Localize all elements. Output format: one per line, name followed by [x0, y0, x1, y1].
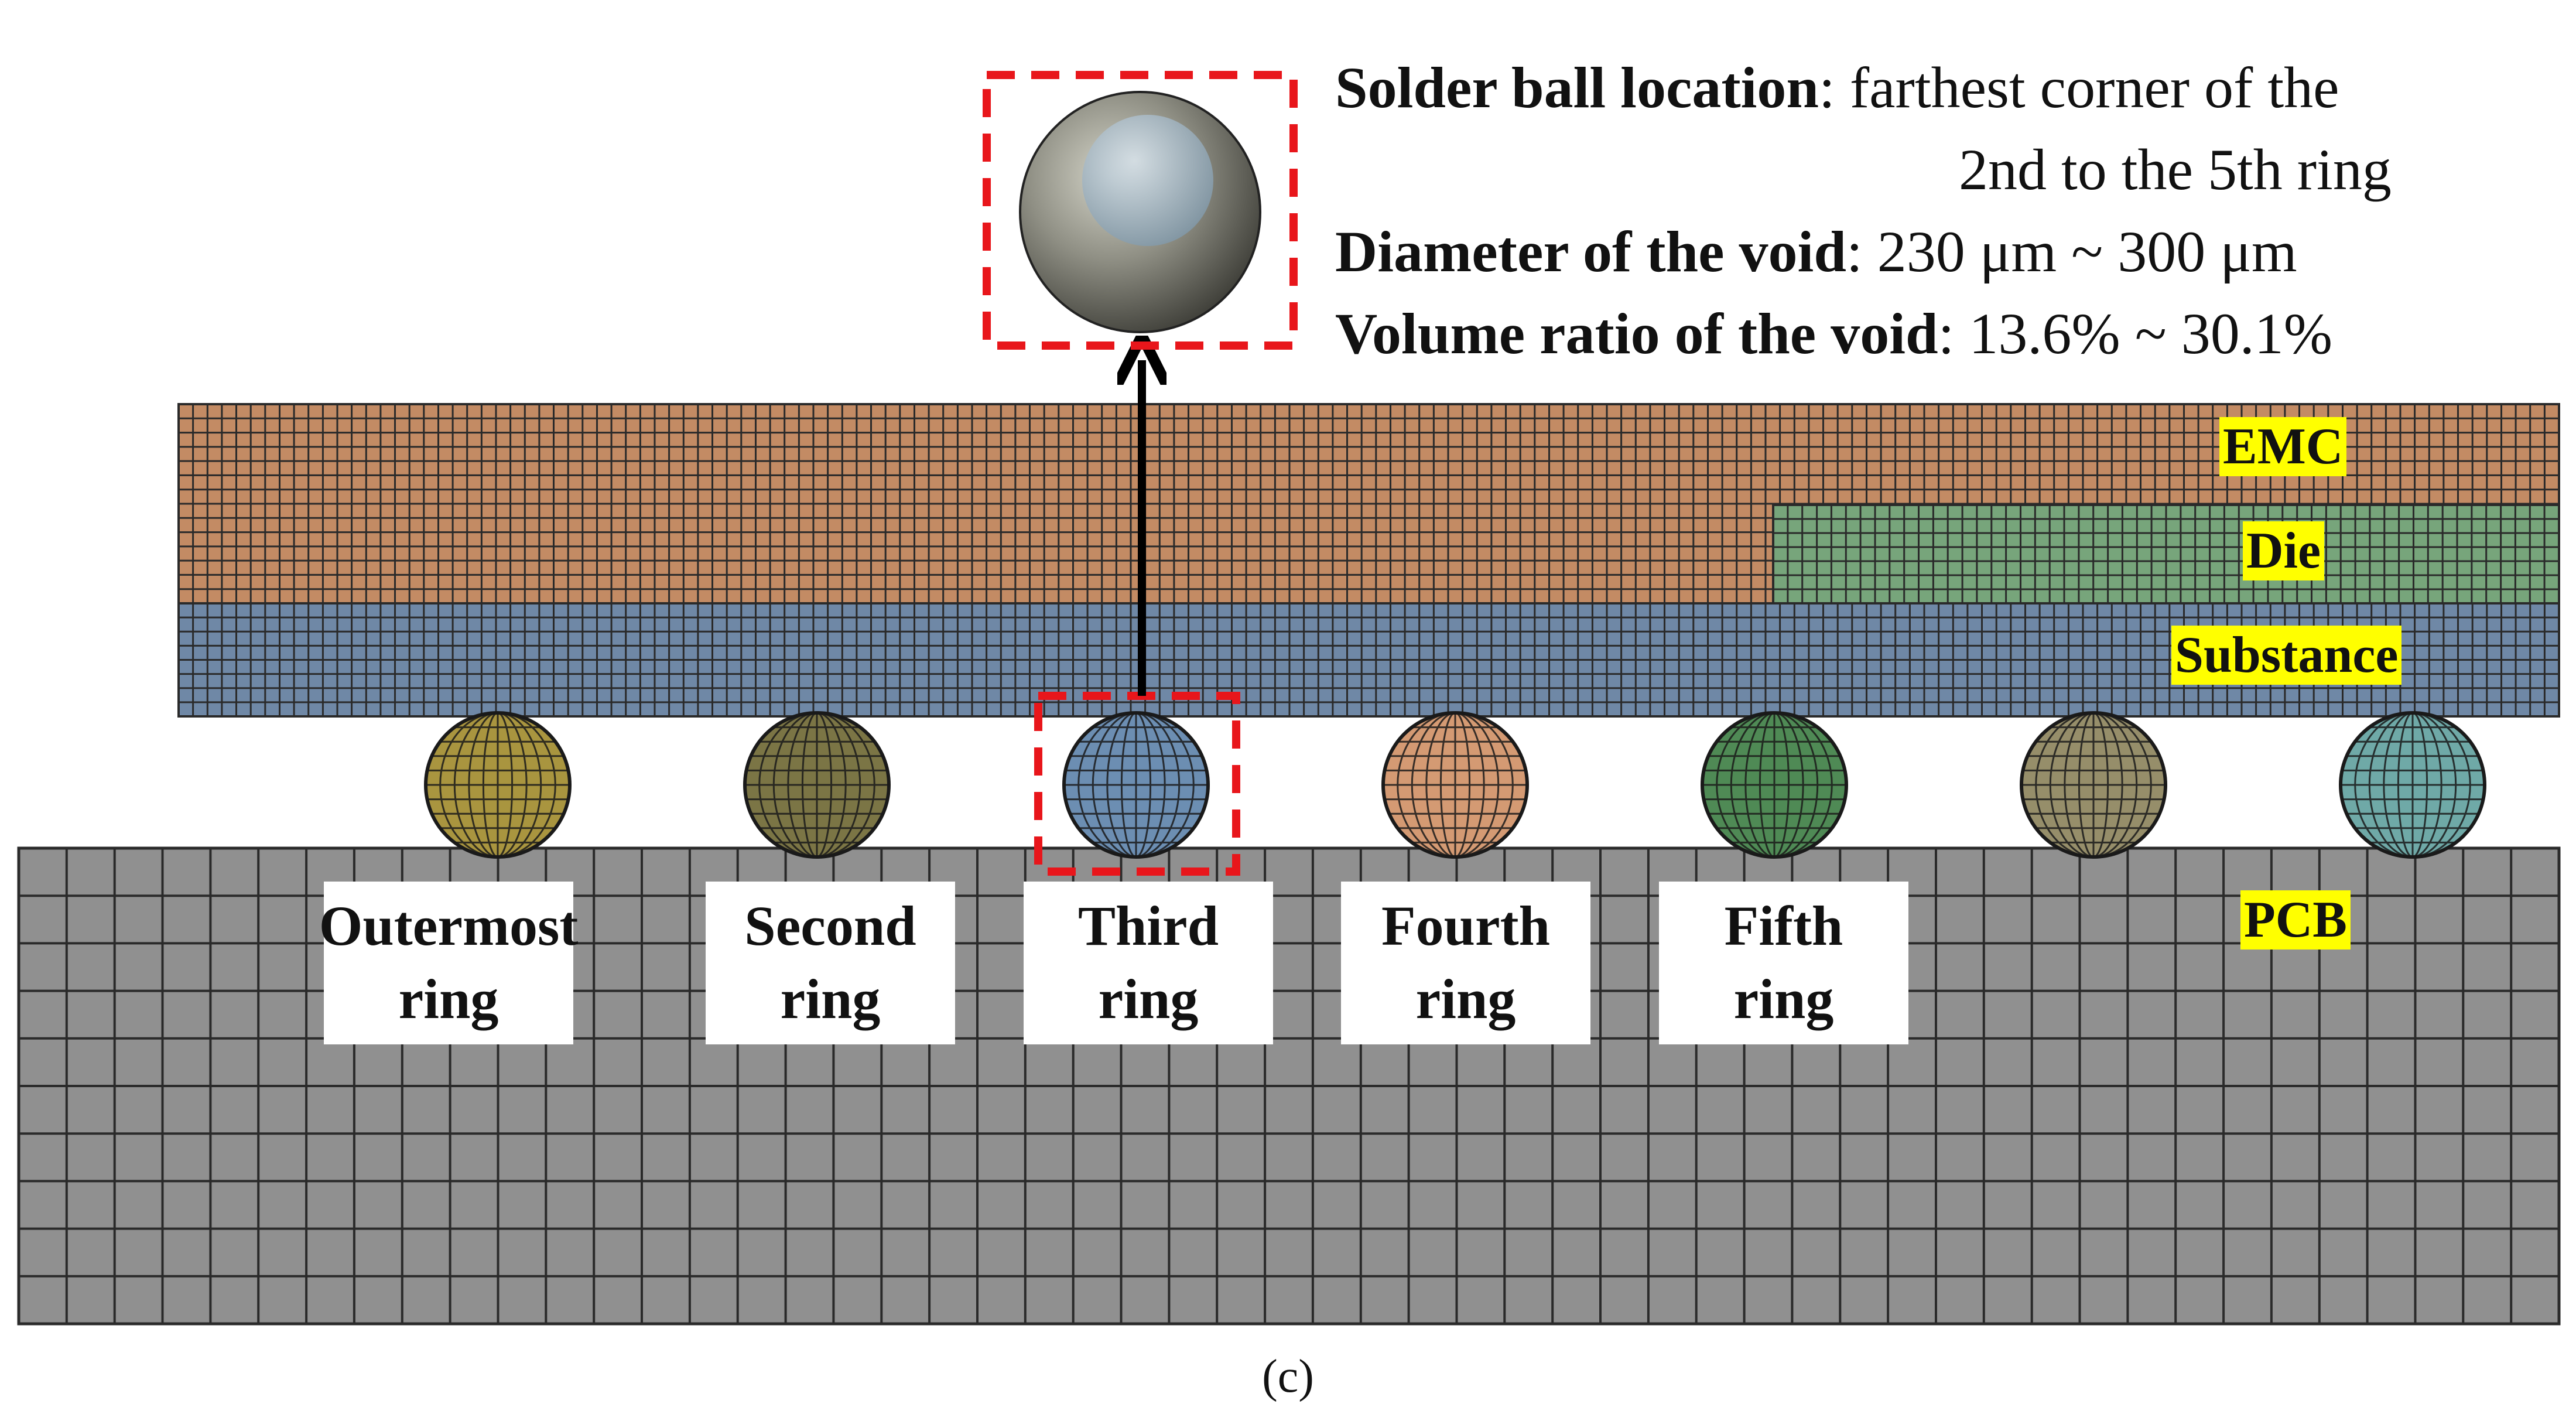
figure-caption: (c)	[1262, 1351, 1314, 1402]
separator: :	[1938, 301, 1969, 366]
ring-label-fourth: Fourth ring	[1341, 882, 1590, 1044]
info-location-line2: 2nd to the 5th ring	[1959, 141, 2392, 199]
substance-tag: Substance	[2171, 626, 2402, 685]
ring-label-line2: ring	[398, 968, 499, 1030]
solder-ball	[424, 711, 572, 859]
ring-label-third: Third ring	[1024, 882, 1273, 1044]
ring-label-second: Second ring	[706, 882, 955, 1044]
separator: :	[1819, 55, 1850, 120]
ring-label-line2: ring	[1098, 968, 1199, 1030]
pcb-tag: PCB	[2240, 890, 2351, 950]
ring-label-line1: Fifth	[1724, 894, 1843, 958]
volume-value: 13.6% ~ 30.1%	[1969, 301, 2333, 366]
solder-ball	[2020, 711, 2167, 859]
info-location-line: Solder ball location: farthest corner of…	[1335, 59, 2339, 117]
third-ring-highlight-box	[1034, 692, 1240, 876]
void-ball-highlight-box	[983, 71, 1298, 350]
ring-label-fifth: Fifth ring	[1659, 882, 1908, 1044]
ring-label-outermost: Outermost ring	[319, 882, 578, 1044]
ring-label-line1: Fourth	[1381, 894, 1550, 958]
emc-tag: EMC	[2219, 417, 2347, 477]
ring-label-line1: Outermost	[319, 894, 579, 958]
solder-ball	[1062, 711, 1210, 859]
void-bubble	[1082, 115, 1213, 246]
pcb-mesh-grid	[17, 846, 2561, 1326]
solder-ball	[1701, 711, 1848, 859]
diameter-label: Diameter of the void	[1335, 219, 1846, 284]
location-value-line1: farthest corner of the	[1849, 55, 2339, 120]
volume-label: Volume ratio of the void	[1335, 301, 1938, 366]
ring-label-line1: Third	[1077, 894, 1219, 958]
ring-label-line2: ring	[780, 968, 881, 1030]
solder-balls	[424, 711, 2486, 859]
solder-ball	[2339, 711, 2486, 859]
info-diameter-line: Diameter of the void: 230 μm ~ 300 μm	[1335, 223, 2297, 281]
die-tag: Die	[2243, 521, 2325, 581]
ring-label-line2: ring	[1733, 968, 1834, 1030]
void-solder-ball	[1019, 91, 1261, 333]
location-value-line2: 2nd to the 5th ring	[1959, 137, 2392, 202]
location-label: Solder ball location	[1335, 55, 1819, 120]
substance-mesh-grid	[177, 602, 2560, 718]
separator: :	[1846, 219, 1877, 284]
ring-label-line1: Second	[744, 894, 916, 958]
diameter-value: 230 μm ~ 300 μm	[1877, 219, 2297, 284]
ring-label-line2: ring	[1415, 968, 1516, 1030]
info-volume-line: Volume ratio of the void: 13.6% ~ 30.1%	[1335, 305, 2332, 363]
solder-ball	[1381, 711, 1529, 859]
solder-ball	[743, 711, 891, 859]
